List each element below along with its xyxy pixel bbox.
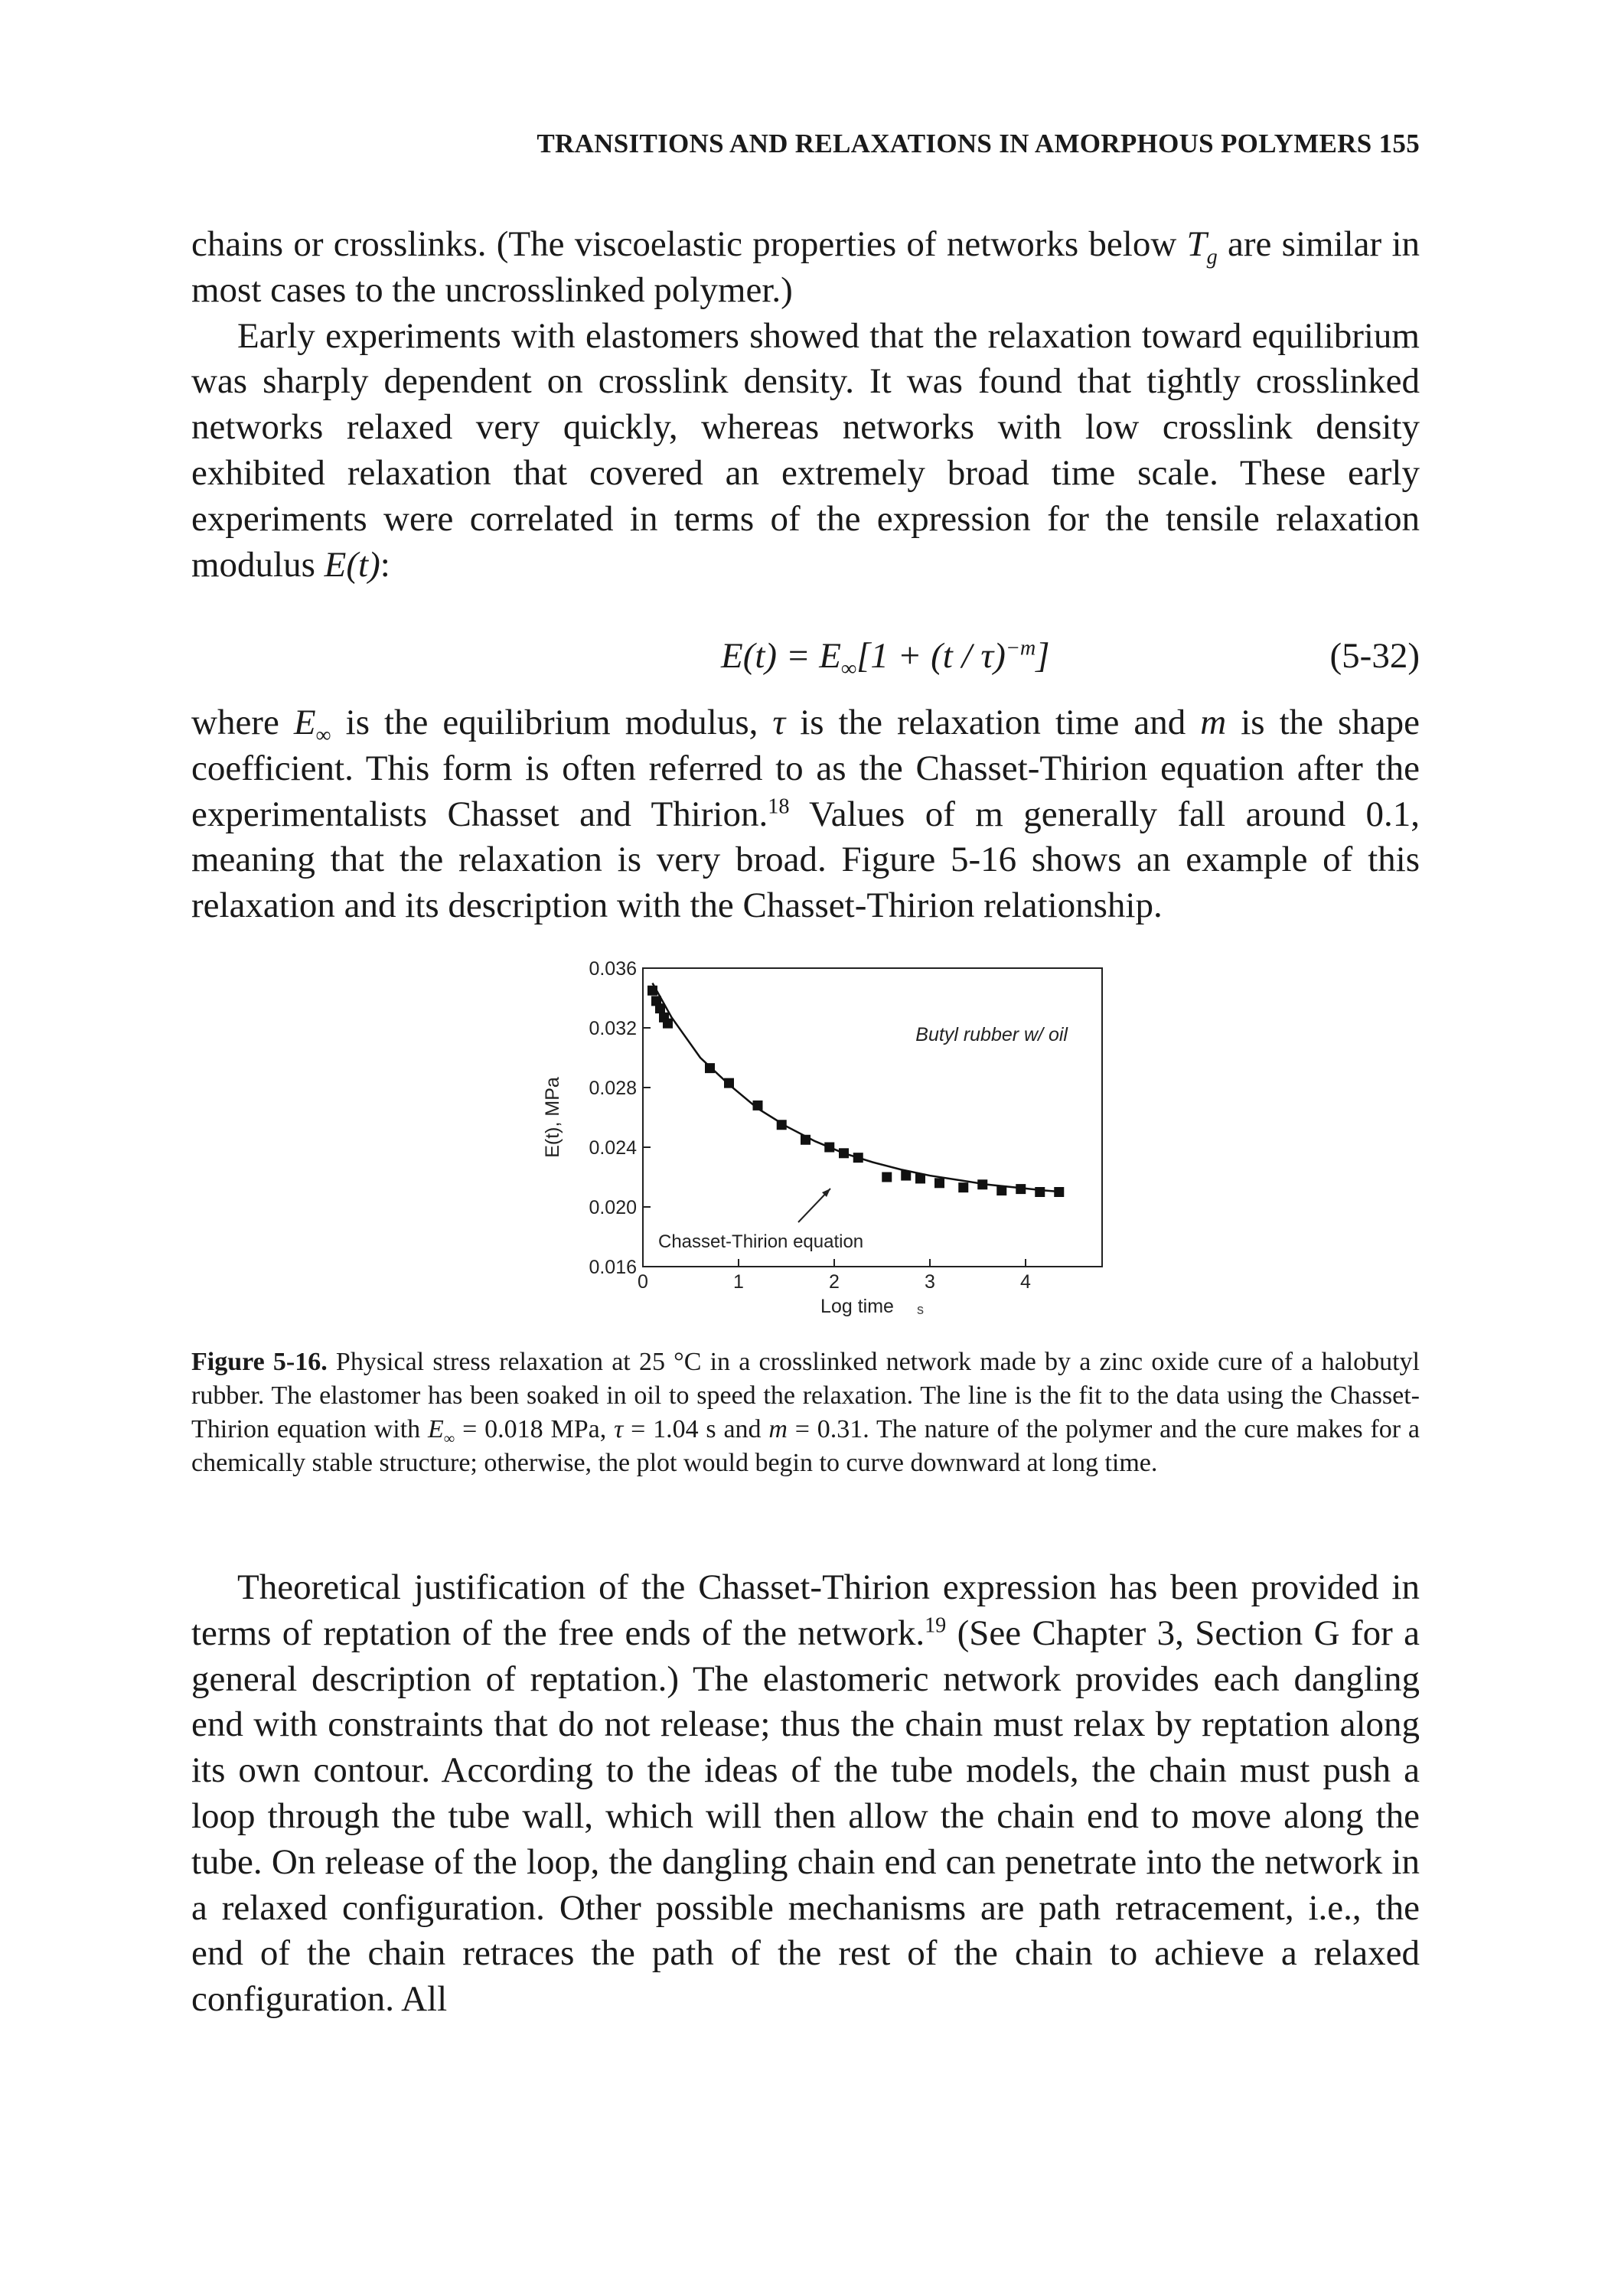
paragraph-1: chains or crosslinks. (The viscoelastic … (191, 224, 1420, 310)
x-axis-label: Log time (820, 1296, 894, 1317)
data-point (934, 1178, 944, 1189)
data-point (839, 1148, 849, 1159)
x-tick-label: 4 (1020, 1271, 1031, 1293)
figure-caption: Figure 5-16. Physical stress relaxation … (191, 1348, 1420, 1477)
y-axis-label: E(t), MPa (542, 1077, 563, 1158)
x-tick-label: 0 (638, 1271, 648, 1293)
y-tick-label: 0.028 (589, 1078, 637, 1099)
equation-formula: E(t) = E∞[1 + (t / τ)−m] (721, 636, 1050, 681)
data-point (655, 1003, 665, 1014)
x-tick-label: 1 (733, 1271, 744, 1293)
annotation-butyl-rubber: Butyl rubber w/ oil (915, 1024, 1068, 1045)
y-tick-label: 0.020 (589, 1197, 637, 1218)
paragraph-2: Early experiments with elastomers showed… (191, 315, 1420, 585)
text-block-top: chains or crosslinks. (The viscoelastic … (191, 222, 1420, 588)
data-point (915, 1173, 925, 1184)
page-number: 155 (1378, 129, 1420, 158)
x-tick-label: 2 (829, 1271, 840, 1293)
plot-frame (642, 967, 1103, 1267)
y-tick-label: 0.032 (589, 1018, 637, 1039)
data-point (801, 1134, 811, 1145)
data-point (824, 1142, 835, 1153)
annotation-pointer-arrowhead (822, 1189, 830, 1197)
text-block-middle: where E∞ is the equilibrium modulus, τ i… (191, 700, 1420, 929)
figure-label: Figure 5-16. (191, 1348, 328, 1376)
annotation-chasset-thirion: Chasset-Thirion equation (658, 1231, 863, 1252)
data-point (996, 1186, 1007, 1196)
data-point (901, 1170, 912, 1181)
text-block-bottom: Theoretical justification of the Chasset… (191, 1565, 1420, 2023)
paragraph-3: where E∞ is the equilibrium modulus, τ i… (191, 703, 1420, 926)
y-tick-label: 0.036 (589, 958, 637, 980)
equation-5-32: E(t) = E∞[1 + (t / τ)−m] (5-32) (191, 635, 1420, 689)
paragraph-4: Theoretical justification of the Chasset… (191, 1567, 1420, 2020)
data-point (705, 1063, 715, 1074)
data-point (958, 1182, 969, 1193)
data-point (1054, 1187, 1065, 1197)
data-point (977, 1179, 988, 1190)
data-point (853, 1153, 863, 1163)
data-point (663, 1018, 673, 1029)
data-point (882, 1172, 892, 1182)
data-point (776, 1120, 787, 1130)
data-point (752, 1100, 763, 1110)
data-point (1035, 1187, 1045, 1197)
data-point (724, 1078, 734, 1088)
equation-number: (5-32) (1329, 636, 1420, 676)
data-point (1016, 1184, 1026, 1195)
y-tick-label: 0.024 (589, 1137, 637, 1159)
running-header: TRANSITIONS AND RELAXATIONS IN AMORPHOUS… (191, 129, 1420, 159)
x-tick-label: 3 (925, 1271, 935, 1293)
x-axis-unit-fragment: s (917, 1302, 924, 1317)
running-title: TRANSITIONS AND RELAXATIONS IN AMORPHOUS… (537, 129, 1372, 158)
y-tick-label: 0.016 (589, 1257, 637, 1278)
data-point (647, 985, 657, 996)
